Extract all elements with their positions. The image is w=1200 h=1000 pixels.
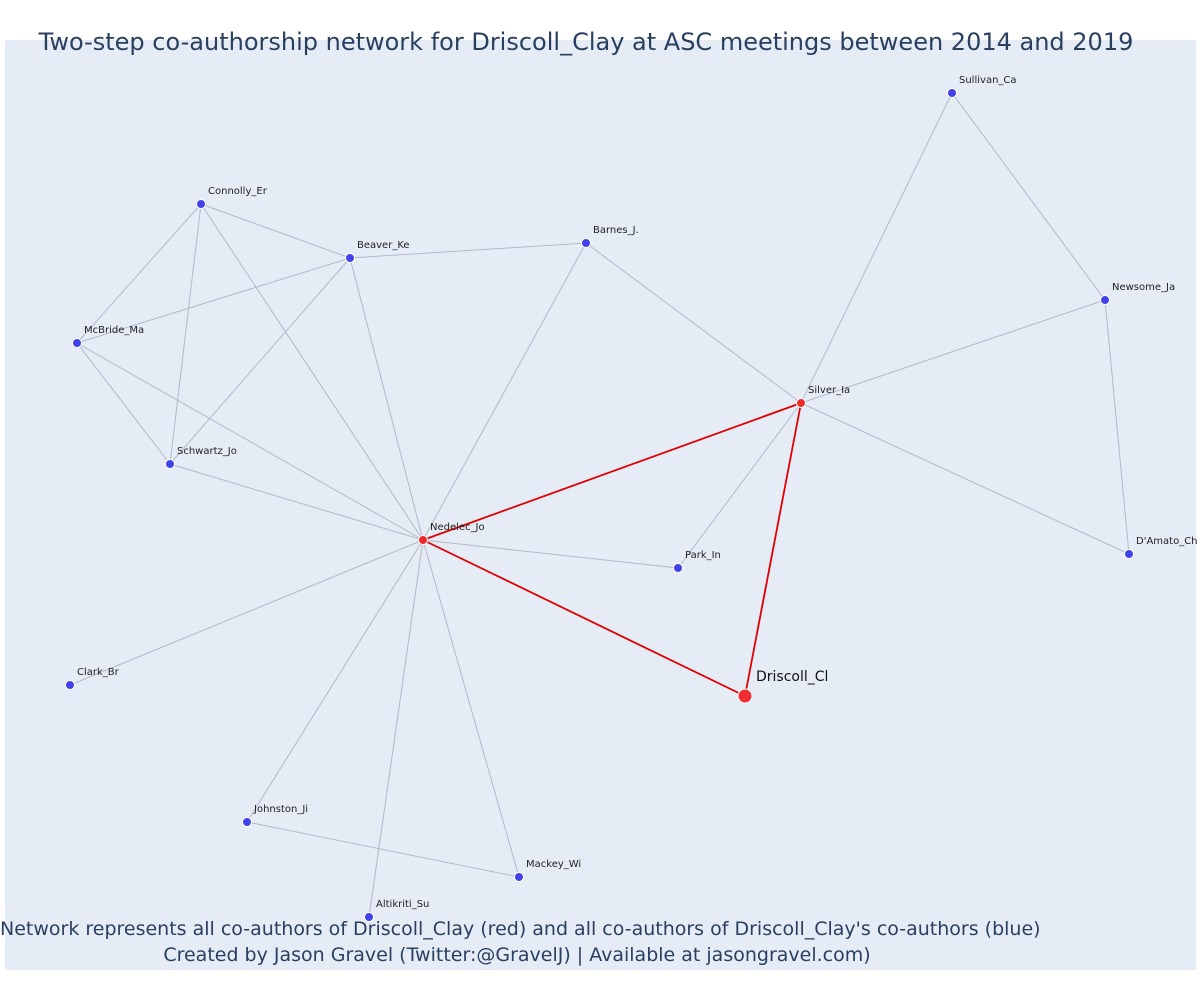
edge-connolly-er-schwartz-jo bbox=[169, 203, 202, 465]
node-sullivan-ca[interactable] bbox=[947, 88, 957, 98]
edge-mcbride-ma-nedelec-jo bbox=[76, 342, 424, 541]
edge-nedelec-jo-altikriti-su bbox=[368, 539, 424, 918]
node-mcbride-ma[interactable] bbox=[72, 338, 82, 348]
node-connolly-er[interactable] bbox=[196, 199, 206, 209]
node-silver-ia[interactable] bbox=[796, 398, 806, 408]
figure-title: Two-step co-authorship network for Drisc… bbox=[38, 28, 1134, 56]
edge-barnes-j-silver-ia bbox=[585, 242, 802, 404]
node-label-driscoll-cl: Driscoll_Cl bbox=[756, 669, 828, 685]
edge-beaver-ke-barnes-j bbox=[349, 242, 587, 259]
node-label-d-amato-ch: D'Amato_Ch bbox=[1136, 536, 1198, 547]
node-label-mackey-wi: Mackey_Wi bbox=[526, 859, 581, 870]
labels-layer: Driscoll_Cl Nedelec_Jo Silver_Ia Sullivan_C… bbox=[77, 75, 1198, 910]
caption-line-1: Network represents all co-authors of Dri… bbox=[0, 918, 1041, 940]
node-label-nedelec-jo: Nedelec_Jo bbox=[430, 522, 485, 533]
edge-beaver-ke-schwartz-jo bbox=[169, 257, 351, 465]
edge-sullivan-ca-silver-ia bbox=[800, 92, 953, 404]
node-nedelec-jo[interactable] bbox=[418, 535, 428, 545]
edge-newsome-ja-silver-ia bbox=[800, 299, 1106, 404]
edge-nedelec-jo-silver-ia bbox=[422, 402, 802, 541]
edge-connolly-er-nedelec-jo bbox=[200, 203, 424, 541]
edge-nedelec-jo-mackey-wi bbox=[422, 539, 520, 878]
edge-nedelec-jo-clark-br bbox=[69, 539, 424, 686]
node-label-newsome-ja: Newsome_Ja bbox=[1112, 282, 1175, 293]
node-label-connolly-er: Connolly_Er bbox=[208, 186, 268, 197]
node-schwartz-jo[interactable] bbox=[165, 459, 175, 469]
node-barnes-j[interactable] bbox=[581, 238, 591, 248]
node-newsome-ja[interactable] bbox=[1100, 295, 1110, 305]
node-d-amato-ch[interactable] bbox=[1124, 549, 1134, 559]
edge-sullivan-ca-newsome-ja bbox=[951, 92, 1106, 301]
edge-silver-ia-d-amato-ch bbox=[800, 402, 1130, 555]
edge-driscoll-cl-nedelec-jo bbox=[422, 539, 746, 697]
caption-line-2: Created by Jason Gravel (Twitter:@Gravel… bbox=[163, 944, 871, 966]
node-altikriti-su[interactable] bbox=[364, 912, 374, 922]
node-johnston-ji[interactable] bbox=[242, 817, 252, 827]
node-driscoll-cl[interactable] bbox=[737, 688, 753, 704]
nodes-layer bbox=[65, 88, 1134, 922]
node-label-schwartz-jo: Schwartz_Jo bbox=[177, 446, 237, 457]
edge-nedelec-jo-johnston-ji bbox=[246, 539, 424, 823]
edge-nedelec-jo-park-in bbox=[422, 539, 679, 569]
edge-connolly-er-mcbride-ma bbox=[76, 203, 202, 344]
node-label-park-in: Park_In bbox=[685, 550, 721, 561]
edge-schwartz-jo-nedelec-jo bbox=[169, 463, 424, 541]
node-beaver-ke[interactable] bbox=[345, 253, 355, 263]
edge-silver-ia-park-in bbox=[677, 402, 802, 569]
node-label-silver-ia: Silver_Ia bbox=[808, 385, 850, 396]
edge-barnes-j-nedelec-jo bbox=[422, 242, 587, 541]
node-label-beaver-ke: Beaver_Ke bbox=[357, 240, 410, 251]
edge-mcbride-ma-schwartz-jo bbox=[76, 342, 171, 465]
node-park-in[interactable] bbox=[673, 563, 683, 573]
edge-newsome-ja-d-amato-ch bbox=[1104, 299, 1130, 555]
node-label-johnston-ji: Johnston_Ji bbox=[253, 804, 308, 815]
node-label-mcbride-ma: McBride_Ma bbox=[84, 325, 144, 336]
edge-beaver-ke-mcbride-ma bbox=[76, 257, 351, 344]
plot-area bbox=[5, 40, 1196, 970]
edges-layer bbox=[69, 92, 1130, 918]
node-label-barnes-j: Barnes_J. bbox=[593, 225, 639, 236]
edge-connolly-er-beaver-ke bbox=[200, 203, 351, 259]
node-label-altikriti-su: Altikriti_Su bbox=[376, 899, 429, 910]
edge-beaver-ke-nedelec-jo bbox=[349, 257, 424, 541]
node-label-clark-br: Clark_Br bbox=[77, 667, 120, 678]
node-label-sullivan-ca: Sullivan_Ca bbox=[959, 75, 1017, 86]
edge-driscoll-cl-silver-ia bbox=[744, 402, 802, 697]
node-clark-br[interactable] bbox=[65, 680, 75, 690]
node-mackey-wi[interactable] bbox=[514, 872, 524, 882]
edge-johnston-ji-mackey-wi bbox=[246, 821, 520, 878]
